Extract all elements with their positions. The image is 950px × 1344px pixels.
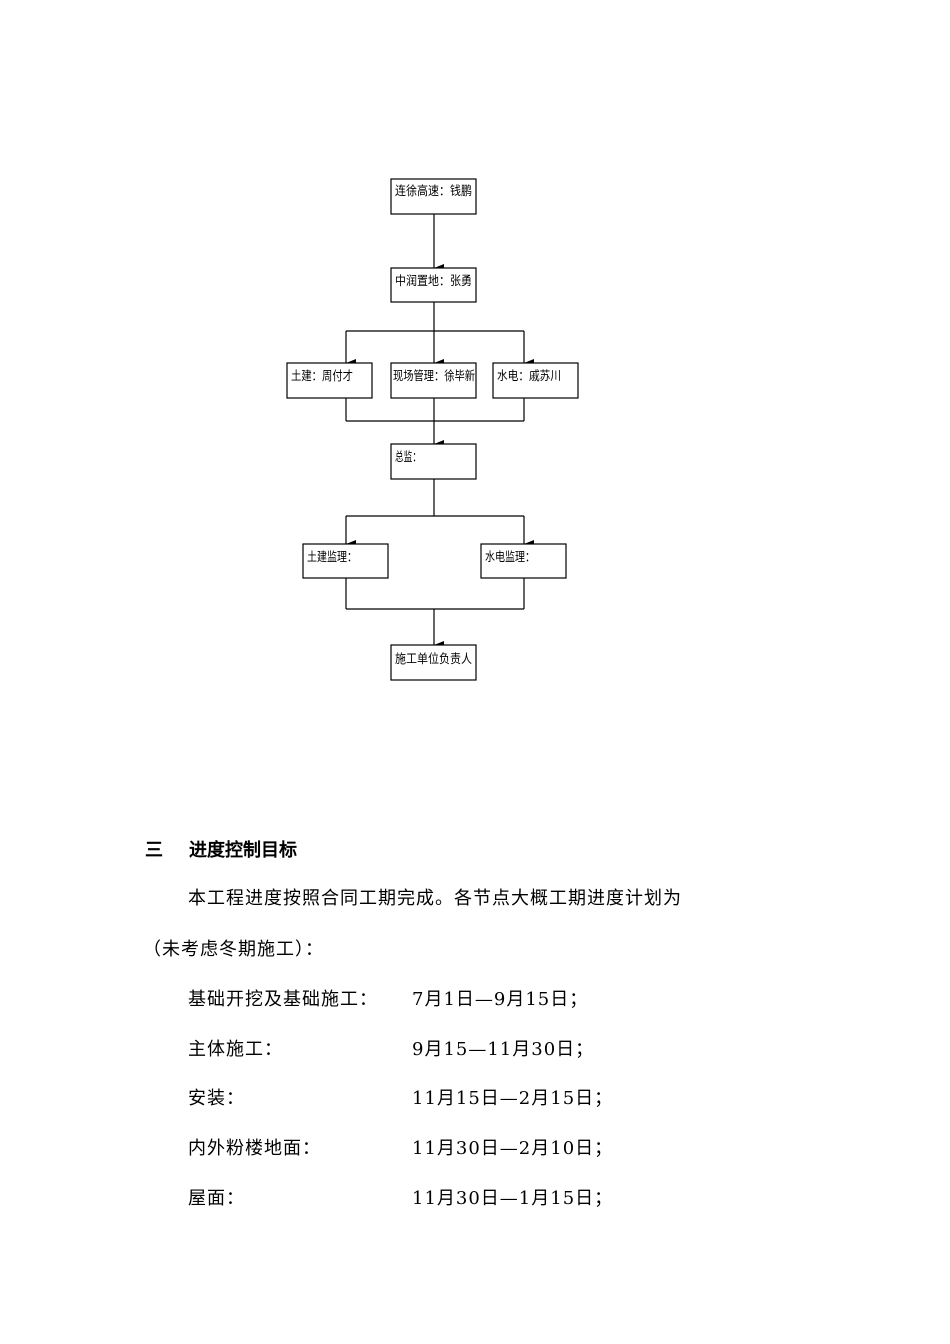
node-top-box — [390, 178, 477, 215]
node-mep-box — [492, 362, 579, 399]
schedule-period: 11月30日—1月15日； — [412, 1188, 614, 1209]
schedule-period: 11月15日—2月15日； — [412, 1088, 614, 1109]
node-mep-label: 水电：戚苏川 — [497, 368, 561, 383]
schedule-period: 7月1日—9月15日； — [412, 989, 589, 1010]
schedule-item: 屋面： — [188, 1188, 245, 1209]
schedule-period: 9月15—11月30日； — [412, 1039, 595, 1060]
org-chart: 连徐高速：钱鹏 中润置地：张勇 土建：周付才 现场管理：徐毕新 水电：戚苏川 总… — [286, 178, 579, 681]
node-owner-box — [390, 267, 477, 303]
schedule-item: 基础开挖及基础施工： — [188, 989, 378, 1010]
schedule-item: 主体施工： — [188, 1039, 283, 1060]
schedule-row: 主体施工： 9月15—11月30日； — [188, 1035, 593, 1061]
node-contractor-label: 施工单位负责人 — [395, 651, 472, 666]
section-title: 进度控制目标 — [189, 840, 297, 861]
intro-line-2: （未考虑冬期施工）： — [143, 939, 324, 960]
node-site-box — [390, 362, 477, 399]
intro-line-1: 本工程进度按照合同工期完成。各节点大概工期进度计划为 — [188, 888, 682, 909]
node-civil-sup-label: 土建监理： — [307, 549, 357, 564]
section-number: 三 — [145, 840, 163, 861]
schedule-row: 内外粉楼地面： 11月30日—2月10日； — [188, 1134, 612, 1160]
node-top-label: 连徐高速：钱鹏 — [395, 183, 472, 198]
node-mep-sup-box — [480, 543, 567, 579]
node-mep-sup-label: 水电监理： — [485, 549, 535, 564]
node-civil-box — [286, 362, 373, 399]
node-owner-label: 中润置地：张勇 — [395, 273, 472, 288]
schedule-row: 基础开挖及基础施工： 7月1日—9月15日； — [188, 985, 587, 1011]
schedule-item: 内外粉楼地面： — [188, 1138, 321, 1159]
section-heading: 三 进度控制目标 — [145, 836, 297, 862]
node-site-label: 现场管理：徐毕新 — [393, 368, 475, 383]
schedule-row: 屋面： 11月30日—1月15日； — [188, 1184, 612, 1210]
schedule-row: 安装： 11月15日—2月15日； — [188, 1084, 612, 1110]
node-civil-sup-box — [302, 543, 389, 579]
node-contractor-box — [390, 644, 477, 681]
schedule-period: 11月30日—2月10日； — [412, 1138, 614, 1159]
schedule-item: 安装： — [188, 1088, 245, 1109]
node-civil-label: 土建：周付才 — [291, 368, 353, 383]
node-chief-label: 总监： — [395, 449, 421, 464]
node-chief-box — [390, 443, 477, 480]
